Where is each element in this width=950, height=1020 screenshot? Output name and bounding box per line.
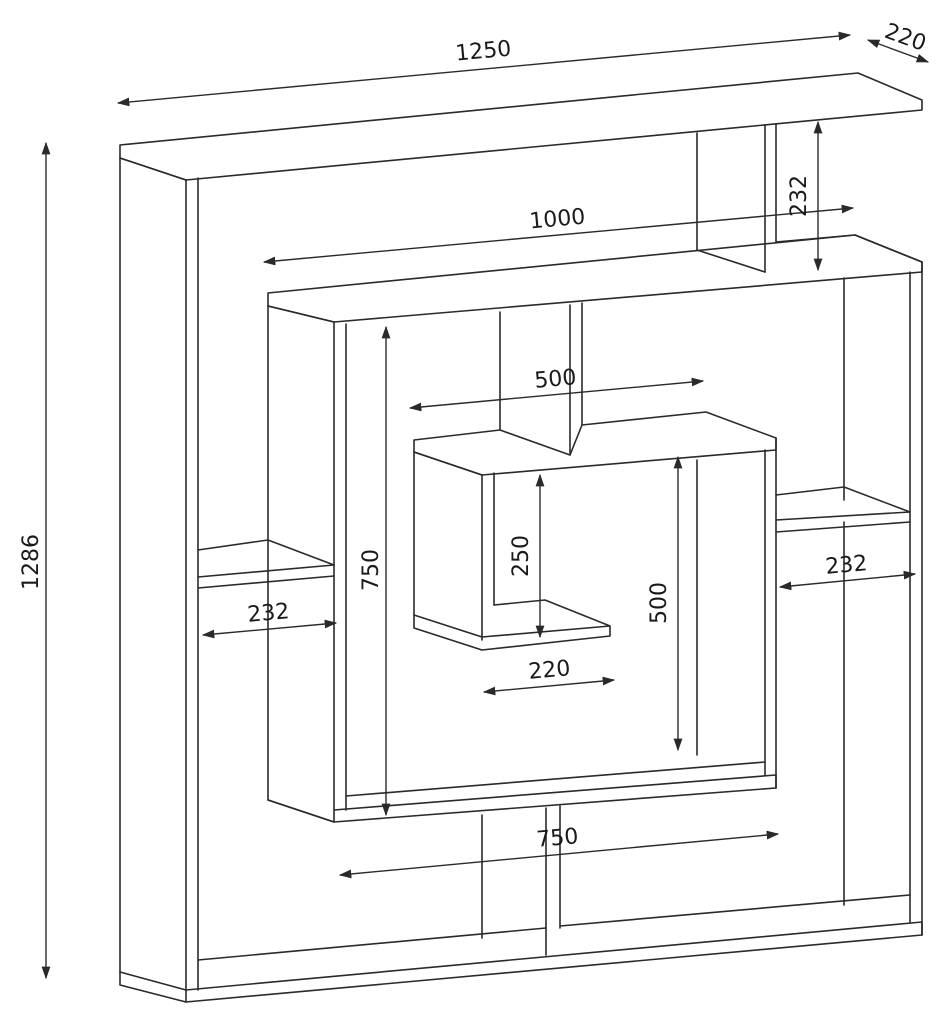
inner-right-panel <box>764 277 845 906</box>
dim-line-center-width <box>408 377 705 412</box>
top-right-compartment-floor <box>696 234 923 273</box>
dimension-lines <box>41 31 930 980</box>
label-center-width: 500 <box>533 365 577 394</box>
center-box-top-front <box>413 451 483 476</box>
left-small-shelf <box>197 539 335 589</box>
dim-line-overall-width <box>116 31 852 107</box>
outer-top-board-front <box>119 157 187 181</box>
dim-line-bottom-span <box>338 830 780 879</box>
label-inner-height: 750 <box>359 549 384 591</box>
label-small-box-height: 250 <box>509 535 534 577</box>
outer-right-panel <box>909 261 923 936</box>
right-small-shelf <box>775 486 911 533</box>
label-bottom-span: 750 <box>535 824 579 853</box>
label-right-shelf: 232 <box>824 551 868 580</box>
label-overall-width: 1250 <box>454 36 512 66</box>
center-box-top-board <box>413 411 777 476</box>
dim-line-left-shelf <box>201 619 338 639</box>
dim-line-right-shelf <box>778 570 917 591</box>
inner-top-board-front <box>267 305 335 323</box>
label-top-right-height: 232 <box>787 175 812 217</box>
dim-line-inner-width <box>262 204 855 266</box>
center-box-left-panel <box>413 451 495 641</box>
inner-left-panel <box>267 305 347 823</box>
label-small-box-width: 220 <box>527 656 571 685</box>
inner-top-board <box>267 234 923 323</box>
label-left-shelf: 232 <box>246 599 290 628</box>
small-box-bottom <box>413 599 611 651</box>
dim-line-small-box-width <box>482 676 616 696</box>
label-inner-width: 1000 <box>528 205 586 235</box>
label-depth: 220 <box>881 19 929 57</box>
inner-bottom-board <box>267 761 777 823</box>
outer-bottom-board-top <box>197 894 911 961</box>
label-center-height: 500 <box>647 582 672 624</box>
outer-left-panel <box>119 157 187 1003</box>
outer-top-board <box>119 72 923 181</box>
dimension-labels: 1250 220 1286 232 1000 500 750 232 232 2… <box>19 19 929 853</box>
outer-bottom-board <box>119 921 923 1003</box>
dim-line-depth <box>866 39 930 63</box>
label-overall-height: 1286 <box>19 534 44 590</box>
